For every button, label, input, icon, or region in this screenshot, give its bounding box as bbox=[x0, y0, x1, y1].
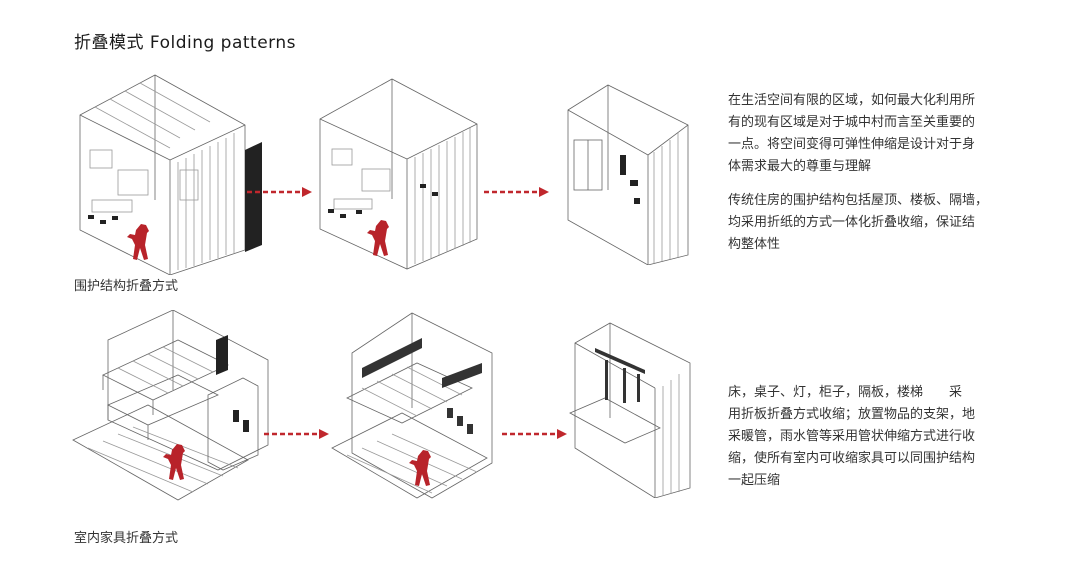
text-line: 用折板折叠方式收缩；放置物品的支架，地 bbox=[728, 407, 976, 422]
intro-paragraph: 在生活空间有限的区域，如何最大化利用所 有的现有区域是对于城中村而言至关重要的 … bbox=[728, 90, 1028, 178]
furniture-caption: 室内家具折叠方式 bbox=[74, 531, 179, 546]
furniture-stage-3-illustration bbox=[569, 322, 691, 498]
text-line: 传统住房的围护结构包括屋顶、楼板、隔墙， bbox=[728, 193, 989, 208]
text-line: 在生活空间有限的区域，如何最大化利用所 bbox=[728, 93, 976, 108]
text-line: 有的现有区域是对于城中村而言至关重要的 bbox=[728, 115, 976, 130]
envelope-stage-2-illustration bbox=[319, 78, 478, 270]
text-line: 床，桌子、灯，柜子，隔板，楼梯 采 bbox=[728, 385, 963, 400]
text-line: 构整体性 bbox=[728, 237, 781, 252]
text-line: 缩，使所有室内可收缩家具可以同围护结构 bbox=[728, 451, 976, 466]
envelope-caption: 围护结构折叠方式 bbox=[74, 279, 179, 294]
envelope-stage-3-illustration bbox=[567, 84, 689, 265]
red-dashed-arrow-icon bbox=[247, 187, 312, 197]
page-title: 折叠模式 Folding patterns bbox=[74, 33, 297, 53]
furniture-stage-1-illustration bbox=[72, 310, 269, 501]
text-line: 均采用折纸的方式一体化折叠收缩，保证结 bbox=[728, 215, 976, 230]
envelope-paragraph: 传统住房的围护结构包括屋顶、楼板、隔墙， 均采用折纸的方式一体化折叠收缩，保证结… bbox=[728, 190, 1028, 256]
envelope-stage-1-illustration bbox=[79, 74, 262, 275]
text-line: 体需求最大的尊重与理解 bbox=[728, 159, 872, 174]
text-line: 一点。将空间变得可弹性伸缩是设计对于身 bbox=[728, 137, 976, 152]
human-figure-icon bbox=[127, 224, 149, 260]
red-dashed-arrow-icon bbox=[484, 187, 549, 197]
red-dashed-arrow-icon bbox=[264, 429, 329, 439]
furniture-paragraph: 床，桌子、灯，柜子，隔板，楼梯 采 用折板折叠方式收缩；放置物品的支架，地 采暖… bbox=[728, 382, 1028, 492]
text-line: 采暖管，雨水管等采用管状伸缩方式进行收 bbox=[728, 429, 976, 444]
red-dashed-arrow-icon bbox=[502, 429, 567, 439]
furniture-stage-2-illustration bbox=[331, 312, 493, 499]
text-line: 一起压缩 bbox=[728, 473, 781, 488]
